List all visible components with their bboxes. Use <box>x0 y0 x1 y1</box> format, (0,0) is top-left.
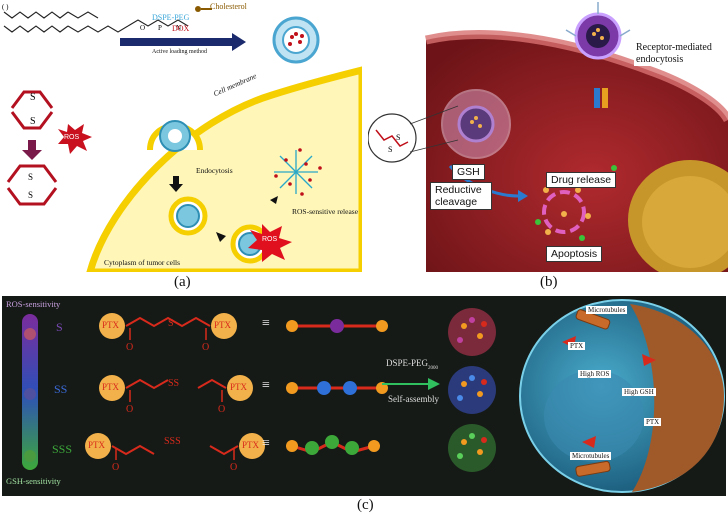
ptx-label: PTX <box>214 320 232 330</box>
ptx-cell-1: PTX <box>568 342 586 350</box>
loading-arrow <box>120 33 246 51</box>
svg-text:S: S <box>396 133 400 142</box>
lipid-structure <box>3 11 189 33</box>
svg-text:S: S <box>28 172 33 182</box>
equals-2: ≡ <box>262 378 270 393</box>
down-arrow <box>22 140 42 160</box>
panel-b-drawing: S S <box>367 2 728 280</box>
sulfide-ring <box>10 90 54 130</box>
microtubules-top-label: Microtubules <box>586 306 628 314</box>
np-s <box>448 308 496 356</box>
level-ss: SS <box>54 382 68 396</box>
ptx-cell-2: PTX <box>644 418 662 426</box>
panel-a: ( ) O P N S S S <box>0 0 366 276</box>
ros-badge-2: ROS <box>262 236 278 243</box>
dspe-label: DSPE-PEG2000 <box>386 358 439 371</box>
nanoparticle-top <box>565 2 631 60</box>
high-ros-label: High ROS <box>578 370 612 378</box>
gsh-sensitivity-label: GSH-sensitivity <box>6 476 61 486</box>
equals-3: ≡ <box>262 436 270 451</box>
svg-text:O: O <box>126 342 133 353</box>
ptx-label: PTX <box>88 440 106 450</box>
ros-star <box>58 124 92 154</box>
svg-text:( ): ( ) <box>2 3 9 11</box>
gsh-label: GSH <box>452 164 485 180</box>
active-loading-label: Active loading method <box>152 49 207 55</box>
equals-1: ≡ <box>262 316 270 331</box>
receptor-label: Receptor-mediated endocytosis <box>634 42 724 66</box>
ptx-label: PTX <box>102 320 120 330</box>
oxidised-ring <box>6 164 58 206</box>
row-s <box>99 313 388 339</box>
ptx-label: PTX <box>242 440 260 450</box>
caption-a: (a) <box>174 274 191 290</box>
cell-membrane <box>85 65 366 276</box>
svg-text:O: O <box>230 462 237 473</box>
svg-text:S: S <box>30 92 36 103</box>
level-s: S <box>56 320 63 334</box>
caption-c: (c) <box>357 497 374 513</box>
liposome-top <box>272 16 320 64</box>
svg-text:S: S <box>388 145 392 154</box>
row-ss <box>99 375 388 401</box>
np-sss <box>448 424 496 472</box>
high-gsh-label: High GSH <box>622 388 656 396</box>
self-assembly-label: Self-assembly <box>388 394 439 404</box>
endocytosis-particles <box>159 120 270 264</box>
level-sss: SSS <box>52 442 73 456</box>
ros-badge: ROS <box>64 134 80 141</box>
s-bond: S <box>168 318 174 329</box>
caption-b: (b) <box>540 274 558 290</box>
panel-a-drawing: ( ) O P N S S S <box>2 3 366 276</box>
dspe-peg-label: DSPE-PEG <box>152 13 190 22</box>
reductive-label: Reductive cleavage <box>430 182 492 210</box>
panel-b: S S Receptor-mediated endocytosis GSH Re… <box>367 0 728 280</box>
svg-text:O: O <box>126 404 133 415</box>
cytoplasm-label: Cytoplasm of tumor cells <box>104 258 181 267</box>
row-sss <box>85 433 380 459</box>
svg-text:P: P <box>158 24 162 32</box>
endocytosis-label: Endocytosis <box>196 166 233 175</box>
np-ss <box>448 366 496 414</box>
released-micelle <box>274 150 318 194</box>
dox-label: DOX <box>172 24 190 33</box>
svg-text:S: S <box>30 116 36 127</box>
svg-text:O: O <box>202 342 209 353</box>
svg-text:N: N <box>176 24 181 32</box>
sss-bond: SSS <box>164 436 181 447</box>
ros-sensitivity-label: ROS-sensitivity <box>6 299 61 309</box>
svg-text:O: O <box>112 462 119 473</box>
apoptosis-label: Apoptosis <box>546 246 603 262</box>
svg-text:O: O <box>140 24 145 32</box>
disulfide-zoom <box>367 113 417 163</box>
ros-release-label: ROS-sensitive release <box>292 207 359 216</box>
ptx-label: PTX <box>102 382 120 392</box>
microtubules-bottom-label: Microtubules <box>570 452 612 460</box>
panel-c: O O O O O O <box>2 296 726 496</box>
drug-release-label: Drug release <box>546 172 617 188</box>
ss-bond: SS <box>168 378 180 389</box>
cholesterol-label: Cholesterol <box>210 2 247 11</box>
svg-text:S: S <box>28 190 33 200</box>
ptx-label: PTX <box>230 382 248 392</box>
svg-text:O: O <box>218 404 225 415</box>
